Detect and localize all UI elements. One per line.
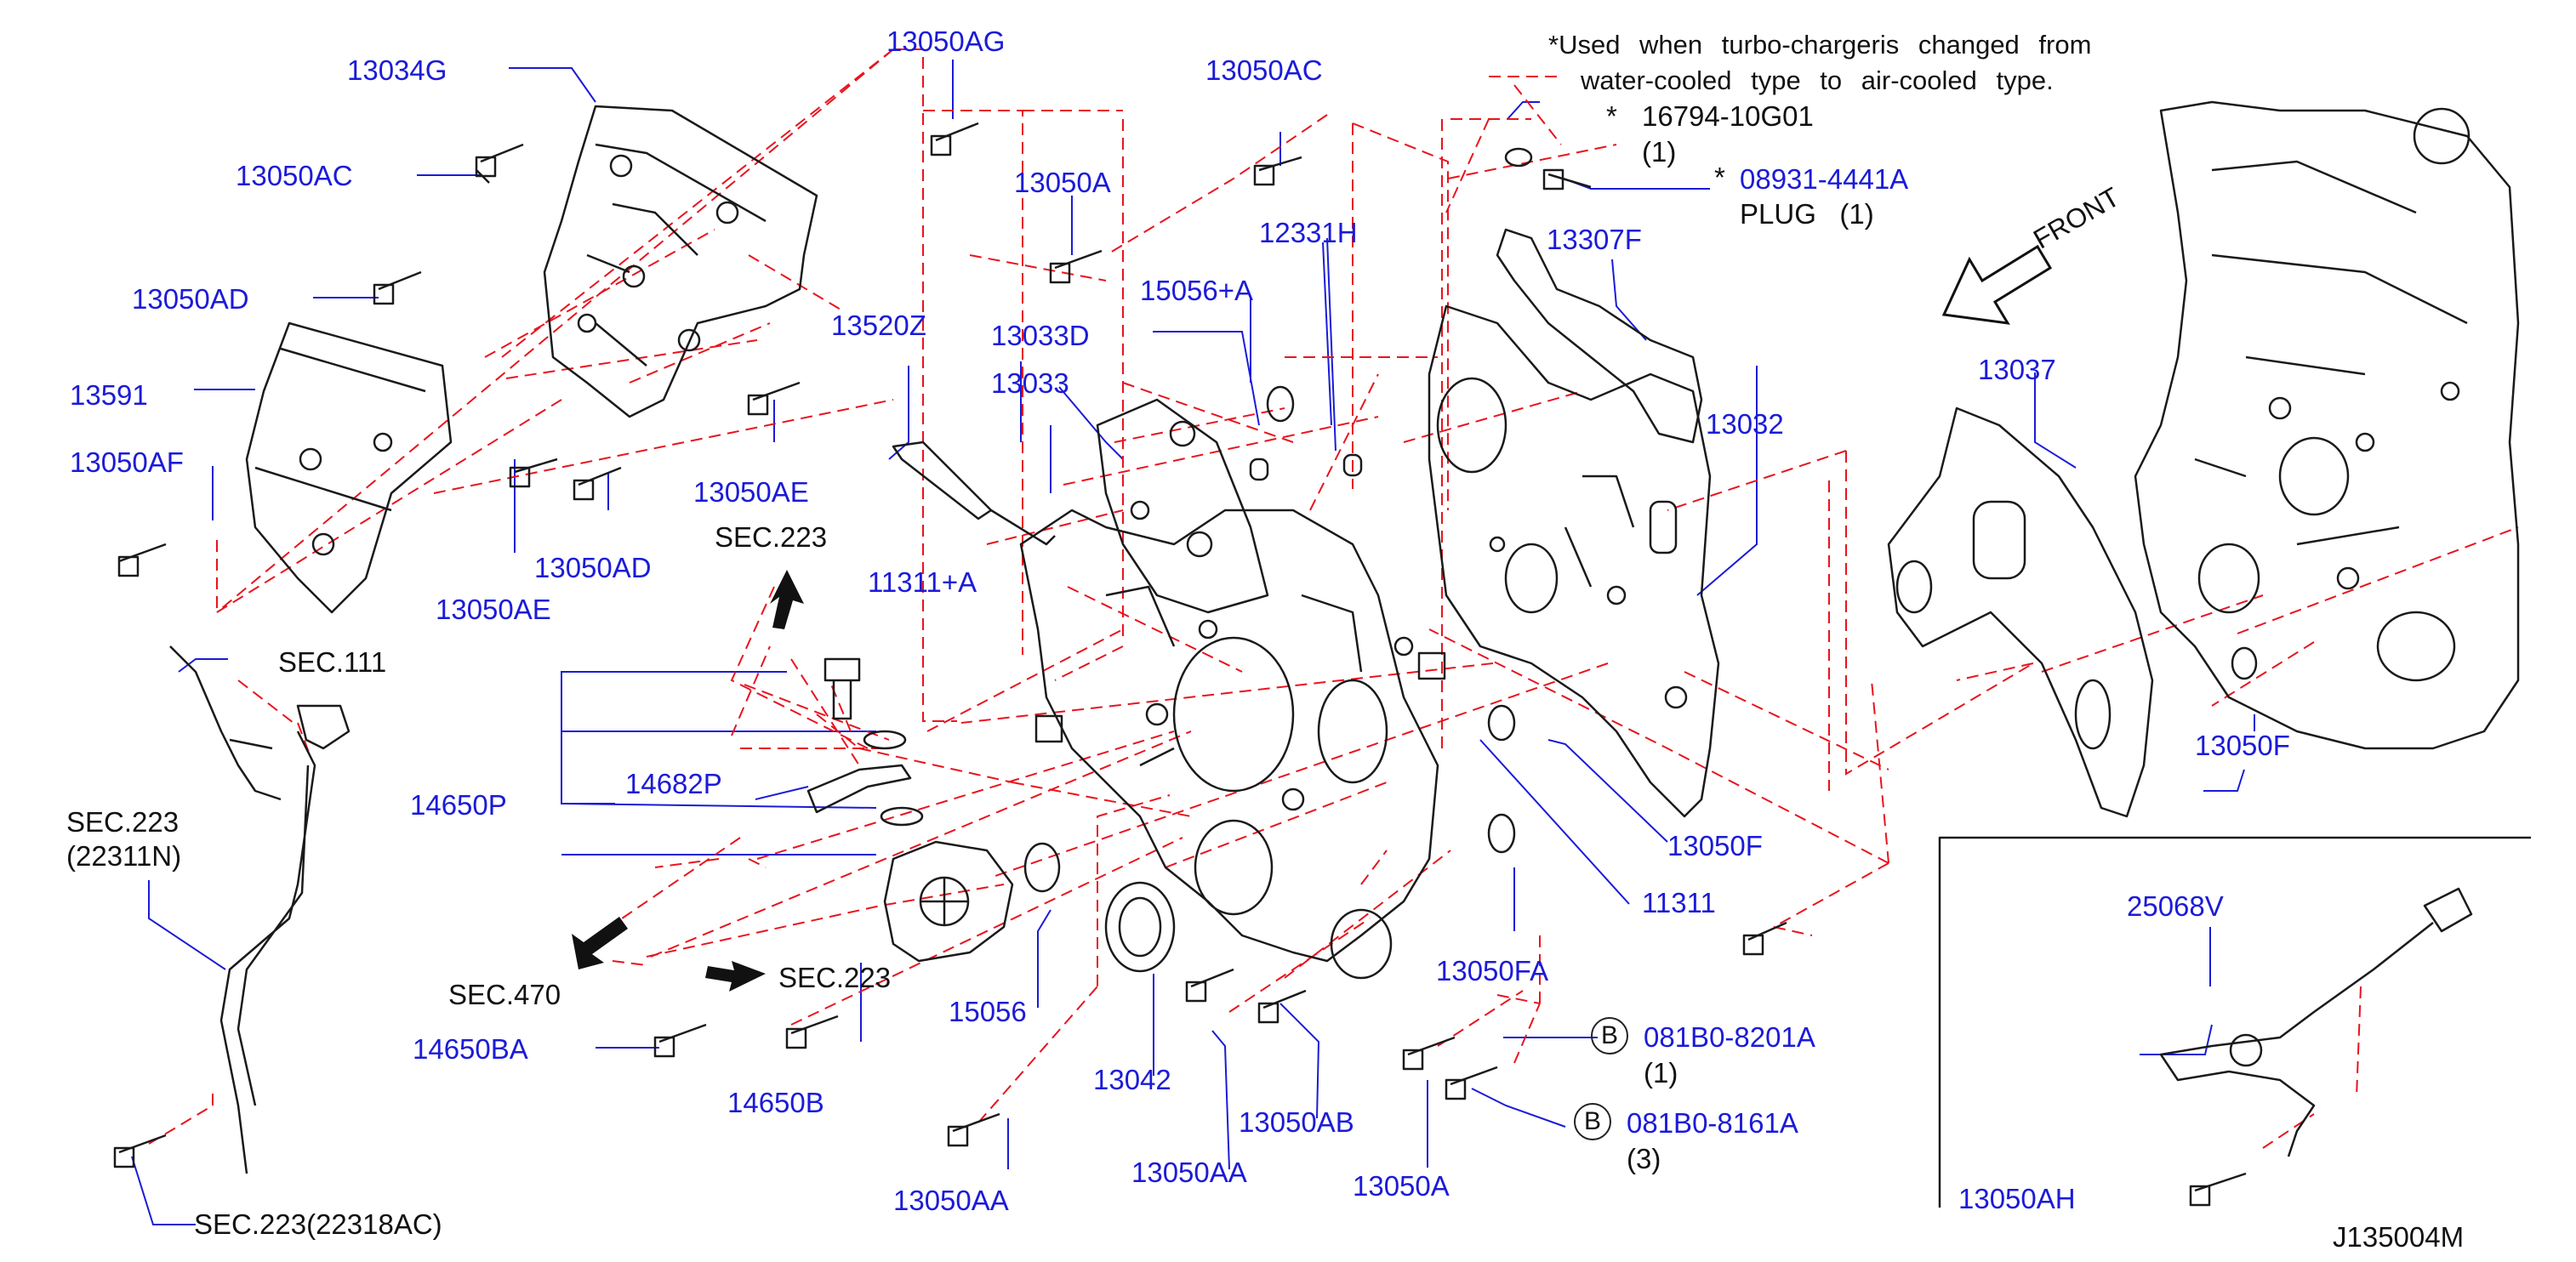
callout-12331H[interactable]: 12331H [1259, 217, 1358, 248]
callout-25068V[interactable]: 25068V [2127, 890, 2224, 922]
bolts [113, 122, 2247, 1207]
callout-13034G[interactable]: 13034G [347, 54, 447, 86]
callout-13050AE-mid[interactable]: 13050AE [693, 476, 809, 508]
callout-13042[interactable]: 13042 [1093, 1064, 1171, 1095]
callout-14650B[interactable]: 14650B [727, 1087, 824, 1118]
section-ref-22318AC[interactable]: SEC.223(22318AC) [194, 1208, 442, 1240]
section-ref-111[interactable]: SEC.111 [278, 646, 387, 678]
callout-13307F[interactable]: 13307F [1547, 224, 1642, 255]
front-cover-13033D [1019, 509, 1439, 963]
callout-081B0-8201A[interactable]: 081B0-8201A [1644, 1021, 1815, 1053]
callout-13520Z[interactable]: 13520Z [831, 310, 926, 341]
sealant-tube-13520Z [892, 441, 993, 520]
diagram-id: J135004M [2333, 1221, 2465, 1253]
front-arrow-icon [1941, 244, 2053, 325]
callout-13050AG[interactable]: 13050AG [886, 26, 1006, 57]
section-arrows [572, 570, 804, 992]
callout-13050AC-left[interactable]: 13050AC [236, 160, 353, 191]
engine-block [2134, 100, 2520, 750]
callout-13050AF[interactable]: 13050AF [70, 446, 184, 478]
callout-13050AB[interactable]: 13050AB [1239, 1106, 1354, 1138]
section-ref-22311N: (22311N) [66, 840, 182, 872]
dashed-assembly-lines [148, 48, 2519, 1149]
section-ref-223-mid[interactable]: SEC.223 [778, 962, 892, 993]
bolt-b-marker-2: B [1574, 1103, 1611, 1140]
upper-cover-13034G [543, 105, 818, 418]
section-ref-470[interactable]: SEC.470 [448, 979, 561, 1010]
callout-13050AD-mid[interactable]: 13050AD [534, 552, 652, 583]
harness-22311N [169, 645, 282, 801]
section-ref-223-top[interactable]: SEC.223 [715, 521, 828, 553]
bolt-b-marker-1: B [1591, 1017, 1628, 1055]
leader-lines [131, 60, 2255, 1225]
callout-13050A-bottom[interactable]: 13050A [1353, 1170, 1450, 1202]
arrow-up-icon [770, 570, 804, 629]
sensor-25068V [2159, 887, 2473, 1157]
bracket-13033 [1096, 398, 1269, 614]
callout-13591[interactable]: 13591 [70, 379, 148, 411]
callout-13050AC-top[interactable]: 13050AC [1205, 54, 1323, 86]
callout-13032[interactable]: 13032 [1706, 408, 1784, 440]
qty-081B0-8201A: (1) [1644, 1057, 1678, 1089]
callout-11311A[interactable]: 11311+A [868, 566, 977, 598]
callout-16794-10G01[interactable]: 16794-10G01 [1642, 100, 1814, 132]
water-pipe-14682P [806, 764, 912, 814]
callout-081B0-8161A[interactable]: 081B0-8161A [1627, 1107, 1798, 1139]
gasket-13307F [1496, 228, 1703, 444]
section-ref-223-left[interactable]: SEC.223 [66, 806, 180, 838]
callout-13050AA-left[interactable]: 13050AA [893, 1185, 1009, 1216]
arrow-down-left-icon [572, 917, 628, 969]
callout-13050F-mid[interactable]: 13050F [1667, 830, 1763, 861]
part-drawings [113, 100, 2531, 1208]
callout-13050FA[interactable]: 13050FA [1436, 955, 1549, 986]
note-line-1: *Used when turbo-chargeris changed from [1548, 30, 2092, 60]
qty-16794: (1) [1642, 136, 1677, 168]
callout-14682P[interactable]: 14682P [625, 768, 722, 799]
callout-13033D[interactable]: 13033D [991, 320, 1090, 351]
gasket-13037 [1887, 406, 2154, 818]
callout-13050F-right[interactable]: 13050F [2195, 730, 2290, 761]
oil-seal-13042 [1104, 881, 1176, 973]
arrow-right-icon [705, 961, 766, 992]
qty-08931-plug: PLUG (1) [1740, 198, 1874, 230]
callout-13050AD-left[interactable]: 13050AD [132, 283, 249, 315]
callout-13050AE-left[interactable]: 13050AE [436, 594, 551, 625]
qty-081B0-8161A: (3) [1627, 1143, 1661, 1174]
callout-13050AA-mid[interactable]: 13050AA [1131, 1157, 1247, 1188]
harness-bracket [219, 730, 316, 1174]
front-cover-13591 [245, 321, 453, 614]
note-line-2: water-cooled type to air-cooled type. [1581, 65, 2054, 95]
o-ring-15056 [1023, 842, 1061, 893]
callout-08931-4441A[interactable]: 08931-4441A [1740, 163, 1909, 195]
callout-11311[interactable]: 11311 [1642, 887, 1716, 918]
callout-14650BA[interactable]: 14650BA [413, 1033, 528, 1065]
water-pump [883, 840, 1014, 963]
star-marker-16794: * [1606, 100, 1617, 132]
callout-13050A-top[interactable]: 13050A [1014, 167, 1111, 198]
gasket-plate-13032 [1428, 304, 1720, 818]
callout-13033[interactable]: 13033 [991, 367, 1069, 399]
callout-13037[interactable]: 13037 [1978, 354, 2056, 385]
callout-13050AH[interactable]: 13050AH [1958, 1183, 2076, 1214]
callout-15056A[interactable]: 15056+A [1140, 275, 1254, 306]
star-marker-08931: * [1714, 162, 1725, 193]
callout-15056[interactable]: 15056 [949, 996, 1027, 1027]
callout-14650P[interactable]: 14650P [410, 789, 507, 821]
